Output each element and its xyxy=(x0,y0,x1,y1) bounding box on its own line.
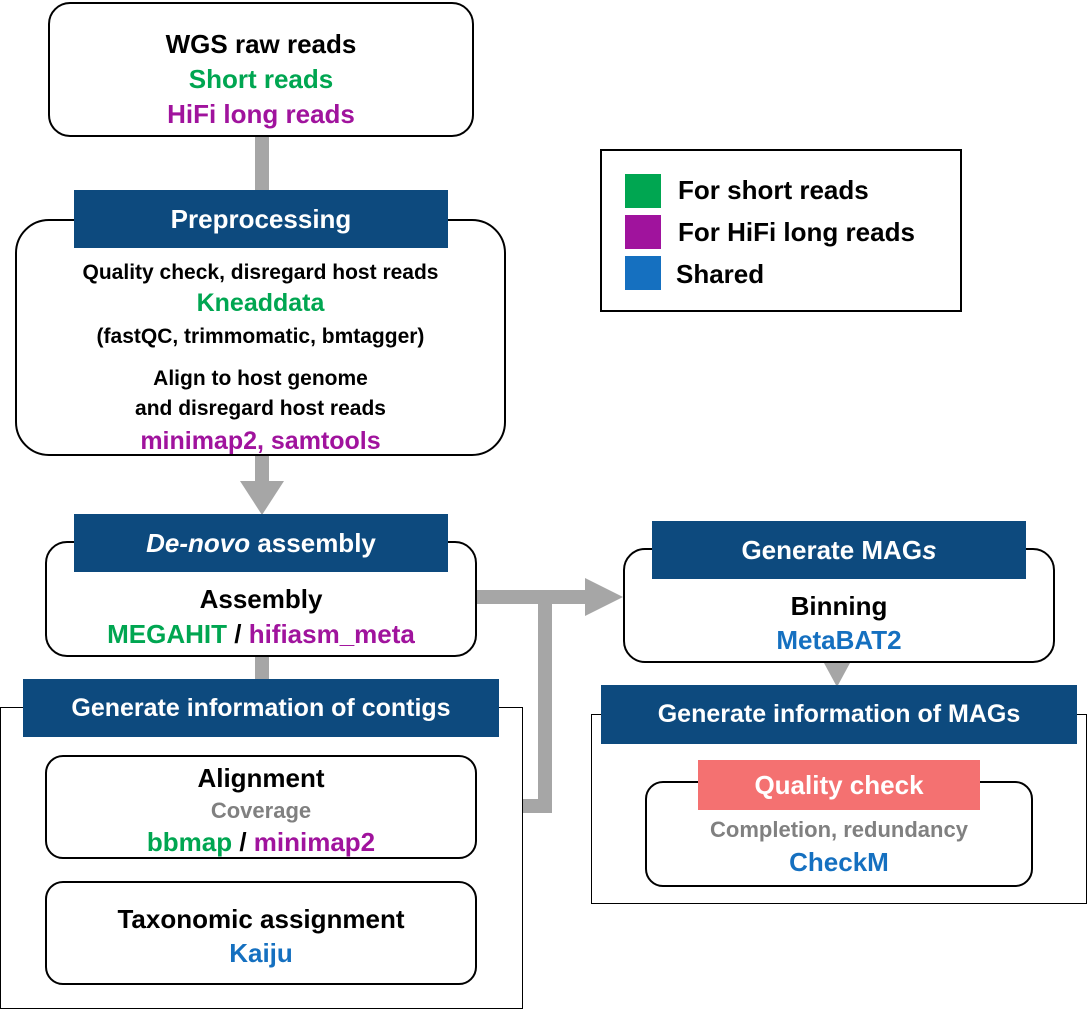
connector-preprocessing-to-assembly xyxy=(255,455,269,483)
preprocessing-header: Preprocessing xyxy=(74,190,448,248)
preprocessing-qc-subtools: (fastQC, trimmomatic, bmtagger) xyxy=(96,325,425,348)
connector-assembly-to-contigs xyxy=(255,656,269,682)
raw-reads-hifi: HiFi long reads xyxy=(167,99,355,129)
raw-reads-short: Short reads xyxy=(188,64,334,94)
qc-tool: CheckM xyxy=(789,847,889,877)
legend: For short reads For HiFi long reads Shar… xyxy=(600,149,962,312)
mags-header-main: Generate MAG xyxy=(741,534,923,565)
arrowhead-down-assembly xyxy=(240,481,284,515)
taxonomy-box: Taxonomic assignment Kaiju xyxy=(45,881,477,985)
legend-swatch-hifi xyxy=(625,215,661,249)
alignment-tool-sep: / xyxy=(232,827,254,857)
assembly-label: Assembly xyxy=(199,584,323,614)
connector-assembly-right xyxy=(476,590,586,604)
assembly-tool-short: MEGAHIT xyxy=(107,619,228,649)
connector-raw-to-preprocessing xyxy=(255,136,269,192)
raw-reads-title: WGS raw reads xyxy=(165,29,357,59)
preprocessing-box: Quality check, disregard host reads Knea… xyxy=(15,219,506,456)
maginfo-header: Generate information of MAGs xyxy=(601,685,1077,744)
alignment-tool-hifi: minimap2 xyxy=(253,827,376,857)
qc-sub: Completion, redundancy xyxy=(710,817,968,842)
alignment-tools: bbmap / minimap2 xyxy=(47,827,475,858)
mags-header-italic: s xyxy=(922,534,937,565)
legend-label-short: For short reads xyxy=(678,175,869,205)
alignment-sub: Coverage xyxy=(210,798,312,823)
preprocessing-qc-label: Quality check, disregard host reads xyxy=(82,261,439,284)
alignment-label: Alignment xyxy=(197,763,325,793)
binning-label: Binning xyxy=(790,591,888,621)
preprocessing-align-label-2: and disregard host reads xyxy=(135,397,386,420)
contigs-header: Generate information of contigs xyxy=(23,679,499,737)
preprocessing-align-tools: minimap2, samtools xyxy=(140,427,381,455)
legend-label-hifi: For HiFi long reads xyxy=(678,217,915,247)
arrowhead-down-maginfo xyxy=(824,663,850,687)
assembly-tool-sep: / xyxy=(227,619,249,649)
raw-reads-box: WGS raw reads Short reads HiFi long read… xyxy=(48,2,474,137)
qc-header: Quality check xyxy=(698,760,980,810)
assembly-header-rest: assembly xyxy=(250,527,376,558)
legend-swatch-shared xyxy=(625,256,661,290)
connector-vertical-join xyxy=(538,597,552,813)
legend-label-shared: Shared xyxy=(676,259,765,289)
assembly-header-italic: De-novo xyxy=(146,527,251,558)
taxonomy-tool: Kaiju xyxy=(229,938,293,968)
preprocessing-align-label-1: Align to host genome xyxy=(153,367,368,390)
assembly-header: De-novo assembly xyxy=(74,514,448,572)
binning-tool: MetaBAT2 xyxy=(776,625,902,655)
assembly-tools: MEGAHIT / hifiasm_meta xyxy=(47,619,475,650)
taxonomy-label: Taxonomic assignment xyxy=(117,904,405,934)
alignment-tool-short: bbmap xyxy=(146,827,233,857)
legend-swatch-short xyxy=(625,174,661,208)
alignment-box: Alignment Coverage bbmap / minimap2 xyxy=(45,755,477,859)
preprocessing-qc-tool: Kneaddata xyxy=(196,289,325,317)
arrowhead-right-mags xyxy=(585,578,623,616)
assembly-tool-hifi: hifiasm_meta xyxy=(248,619,415,649)
